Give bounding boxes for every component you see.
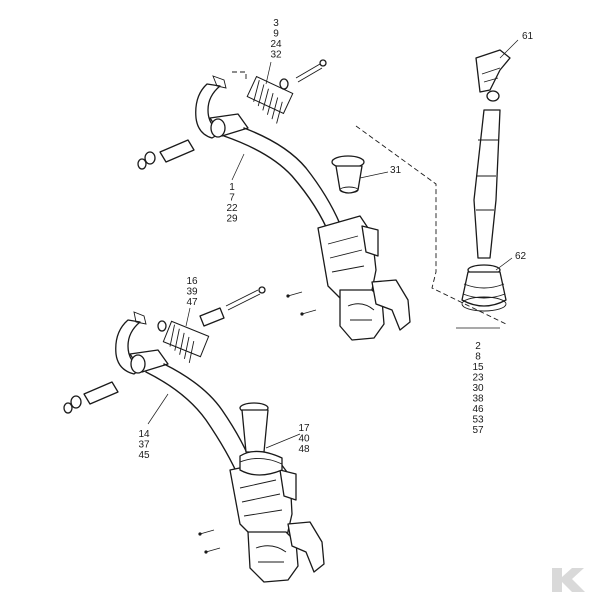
callout-number: 3 [273, 18, 279, 29]
lower-return-spring [162, 320, 210, 364]
callout-number: 23 [472, 373, 484, 384]
upper-pedal-assembly [137, 59, 411, 341]
callout-number: 9 [273, 29, 279, 40]
callout-61: 61 [522, 31, 534, 42]
callout-number: 1 [229, 182, 235, 193]
callout-number: 8 [475, 352, 481, 363]
callout-number: 39 [186, 287, 198, 298]
brand-logo [552, 568, 585, 592]
callout-number: 46 [472, 404, 484, 415]
callout-number: 32 [270, 50, 282, 61]
callout-number: 37 [138, 440, 150, 451]
leader-lines [147, 39, 519, 449]
callout-number: 53 [472, 415, 484, 426]
lower-pedal-assembly [63, 286, 325, 583]
callout-number: 24 [270, 39, 282, 50]
callout-number: 31 [390, 165, 402, 176]
callout-number: 30 [472, 383, 484, 394]
callout-number: 2 [475, 341, 481, 352]
callout-number: 48 [298, 444, 310, 455]
callout-number: 7 [229, 193, 235, 204]
callout-number: 17 [298, 423, 310, 434]
callout-number: 38 [472, 394, 484, 405]
callout-number: 61 [522, 31, 534, 42]
boot-62 [461, 264, 507, 312]
callout-number: 22 [226, 203, 238, 214]
callout-number: 57 [472, 425, 484, 436]
lever-bushing-17 [239, 402, 283, 476]
callout-number: 16 [186, 276, 198, 287]
gear-lever-assembly [456, 49, 511, 329]
callout-number: 14 [138, 429, 150, 440]
callout-31: 31 [390, 165, 402, 176]
bushing-31 [331, 155, 365, 194]
upper-return-spring [246, 75, 294, 124]
callout-number: 45 [138, 450, 150, 461]
callout-number: 29 [226, 214, 238, 225]
assembly-link-dashed [355, 125, 507, 325]
callout-62: 62 [515, 251, 527, 262]
callout-number: 47 [186, 297, 198, 308]
callout-number: 62 [515, 251, 527, 262]
callout-number: 15 [472, 362, 484, 373]
callout-number: 40 [298, 434, 310, 445]
